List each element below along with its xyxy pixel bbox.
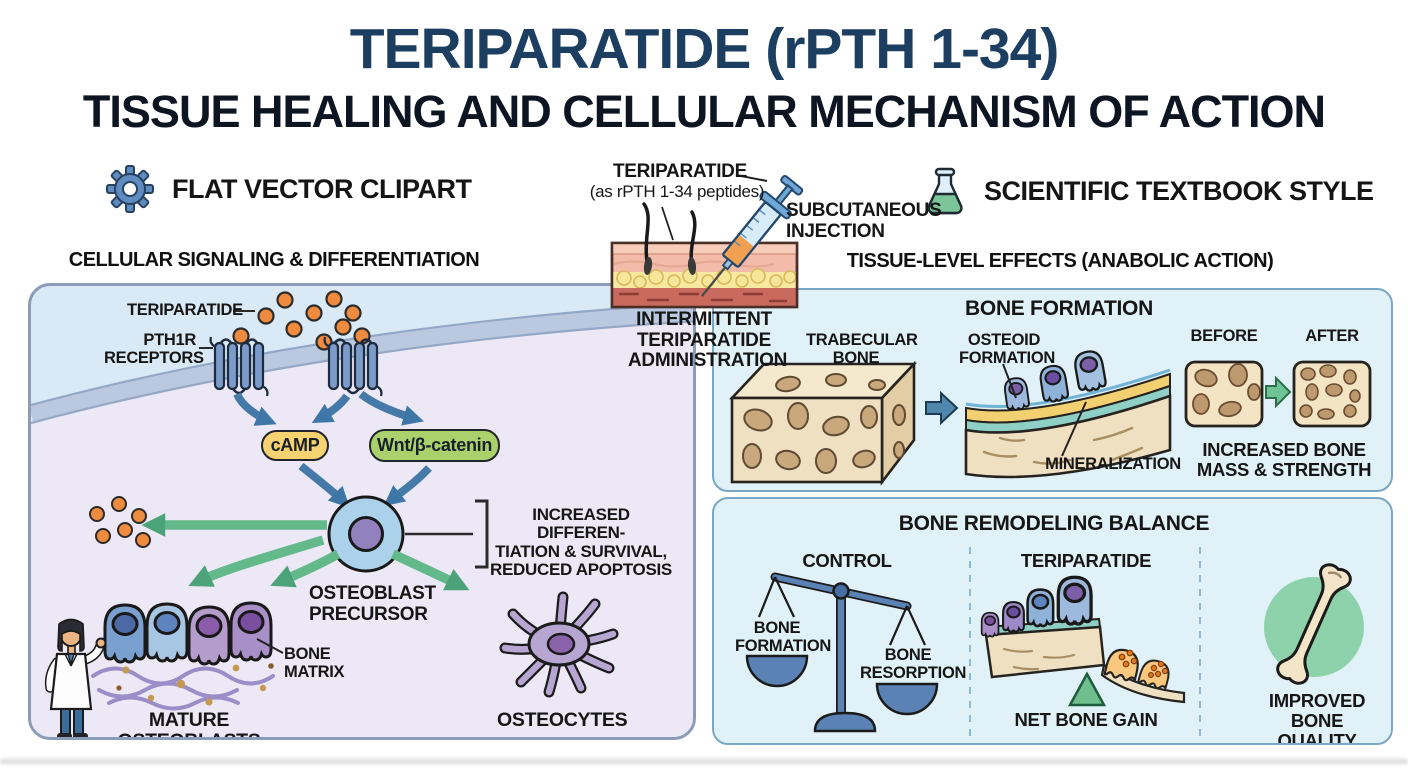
label-intermittent-administration: INTERMITTENT TERIPARATIDE ADMINISTRATION	[628, 309, 788, 372]
bone-formation-title: BONE FORMATION	[965, 297, 1153, 320]
section-dividers	[969, 547, 1201, 737]
label-improved-bone-quality: IMPROVED BONE QUALITY	[1268, 690, 1366, 745]
label-mature-osteoblasts: MATURE OSTEOBLASTS	[118, 709, 261, 737]
wnt-node: Wnt/β-catenin	[369, 429, 500, 462]
bone-formation-illustration	[728, 348, 1372, 486]
label-mineralization: MINERALIZATION	[1045, 455, 1181, 473]
signal-arrows	[233, 390, 432, 508]
hair-follicles	[642, 202, 697, 275]
label-net-bone-gain: NET BONE GAIN	[1014, 709, 1158, 730]
label-teriparatide-ligand: TERIPARATIDE	[127, 301, 243, 319]
label-after: AFTER	[1305, 327, 1359, 345]
flask-icon	[927, 167, 963, 215]
label-drug-sub: (as rPTH 1-34 peptides)	[589, 182, 765, 201]
after-tile	[1292, 360, 1372, 428]
before-after-arrow	[1265, 375, 1292, 409]
badge-scientific: SCIENTIFIC TEXTBOOK STYLE	[924, 166, 1374, 216]
teriparatide-seesaw	[980, 575, 1186, 707]
bone-icon	[1276, 563, 1352, 685]
badge-flat-vector-label: FLAT VECTOR CLIPART	[172, 173, 472, 204]
label-drug: TERIPARATIDE	[613, 161, 747, 182]
remodeling-illustration	[745, 547, 1364, 737]
wnt-label: Wnt/β-catenin	[376, 435, 493, 455]
label-osteoblast-precursor: OSTEOBLAST PRECURSOR	[309, 583, 436, 625]
label-bone-formation-pan: BONE FORMATION	[735, 619, 831, 655]
signaling-panel: TERIPARATIDE PTH1R RECEPTORS cAMP Wnt/β-…	[28, 283, 696, 740]
label-effects: INCREASED DIFFEREN- TIATION & SURVIVAL, …	[490, 505, 672, 580]
right-section-header: TISSUE-LEVEL EFFECTS (ANABOLIC ACTION)	[846, 250, 1274, 272]
balance-scale	[745, 572, 939, 733]
page-title: TERIPARATIDE (rPTH 1-34)	[349, 17, 1060, 81]
bottom-artifact-strip	[0, 758, 1408, 764]
label-pth1r-receptors: PTH1R RECEPTORS	[104, 331, 204, 367]
label-subcutaneous-injection: SUBCUTANEOUS INJECTION	[786, 200, 942, 242]
label-increased-bone-mass: INCREASED BONE MASS & STRENGTH	[1196, 439, 1372, 480]
osteocyte-cell	[499, 591, 619, 698]
remodeling-title: BONE REMODELING BALANCE	[898, 512, 1210, 535]
differentiation-arrows	[141, 513, 470, 591]
camp-label: cAMP	[270, 435, 320, 455]
left-section-header: CELLULAR SIGNALING & DIFFERENTIATION	[68, 249, 480, 271]
label-before: BEFORE	[1190, 327, 1258, 345]
osteoclast-cells	[1103, 645, 1174, 692]
scientist-figure	[44, 618, 107, 737]
label-trabecular-bone: TRABECULAR BONE	[806, 331, 918, 367]
improved-bone-quality-figure	[1264, 563, 1364, 685]
matrix-granules	[116, 663, 274, 706]
before-tile	[1184, 360, 1264, 428]
label-control: CONTROL	[802, 550, 892, 571]
label-osteocytes: OSTEOCYTES	[497, 709, 628, 731]
label-osteoid-formation: OSTEOID FORMATION	[959, 331, 1055, 367]
effects-bracket	[475, 499, 489, 569]
badge-flat-vector: FLAT VECTOR CLIPART	[106, 165, 472, 213]
signaling-illustration	[31, 290, 693, 737]
remodeling-panel: BONE REMODELING BALANCE CONTROL TERIPARA…	[712, 497, 1393, 745]
label-bone-matrix: BONE MATRIX	[284, 645, 345, 681]
osteoid-slab	[964, 348, 1172, 479]
camp-node: cAMP	[261, 430, 329, 461]
page-subtitle: TISSUE HEALING AND CELLULAR MECHANISM OF…	[82, 86, 1326, 137]
trabecular-bone-cube	[728, 360, 918, 486]
bone-formation-panel: BONE FORMATION TRABECULAR BONE OSTEOID F…	[712, 288, 1393, 492]
osteoblast-precursor-cell	[327, 495, 405, 573]
formation-step-arrow	[925, 390, 959, 426]
secreted-dots	[89, 496, 151, 548]
syringe-icon	[701, 175, 804, 297]
skin-cross-section	[610, 174, 799, 309]
label-bone-resorption-pan: BONE RESORPTION	[860, 646, 967, 682]
badge-scientific-label: SCIENTIFIC TEXTBOOK STYLE	[984, 175, 1374, 206]
gear-icon	[106, 165, 154, 213]
label-teriparatide-condition: TERIPARATIDE	[1020, 550, 1152, 571]
